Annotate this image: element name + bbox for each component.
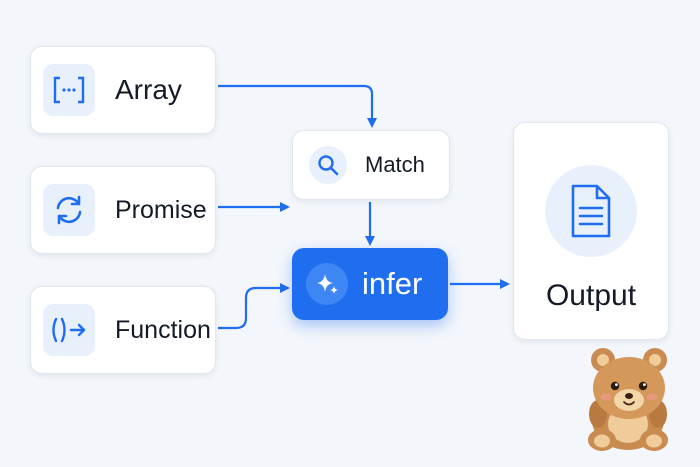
infer-label: infer xyxy=(362,266,423,301)
promise-node[interactable]: Promise xyxy=(30,166,216,254)
document-icon-circle xyxy=(545,165,637,257)
brackets-icon xyxy=(53,76,85,104)
refresh-icon-tile xyxy=(43,184,95,236)
search-icon xyxy=(318,155,339,176)
infer-node[interactable]: infer xyxy=(292,248,448,320)
sparkle-icon-circle xyxy=(306,263,348,305)
search-icon-circle xyxy=(309,146,347,184)
arrow-function-to-infer xyxy=(218,283,290,330)
brackets-icon-tile xyxy=(43,64,95,116)
arrow-array-to-match xyxy=(218,84,377,128)
function-label: Function xyxy=(115,315,211,344)
array-label: Array xyxy=(115,74,182,105)
document-icon xyxy=(571,184,611,238)
output-label: Output xyxy=(545,279,637,312)
function-node[interactable]: Function xyxy=(30,286,216,374)
promise-label: Promise xyxy=(115,195,207,224)
match-node[interactable]: Match xyxy=(292,130,450,200)
match-label: Match xyxy=(365,152,425,177)
refresh-icon xyxy=(56,195,82,225)
function-arrow-icon xyxy=(52,317,86,343)
function-icon-tile xyxy=(43,304,95,356)
sparkle-icon xyxy=(317,274,338,294)
array-node[interactable]: Array xyxy=(30,46,216,134)
output-node[interactable]: Output xyxy=(513,122,669,340)
